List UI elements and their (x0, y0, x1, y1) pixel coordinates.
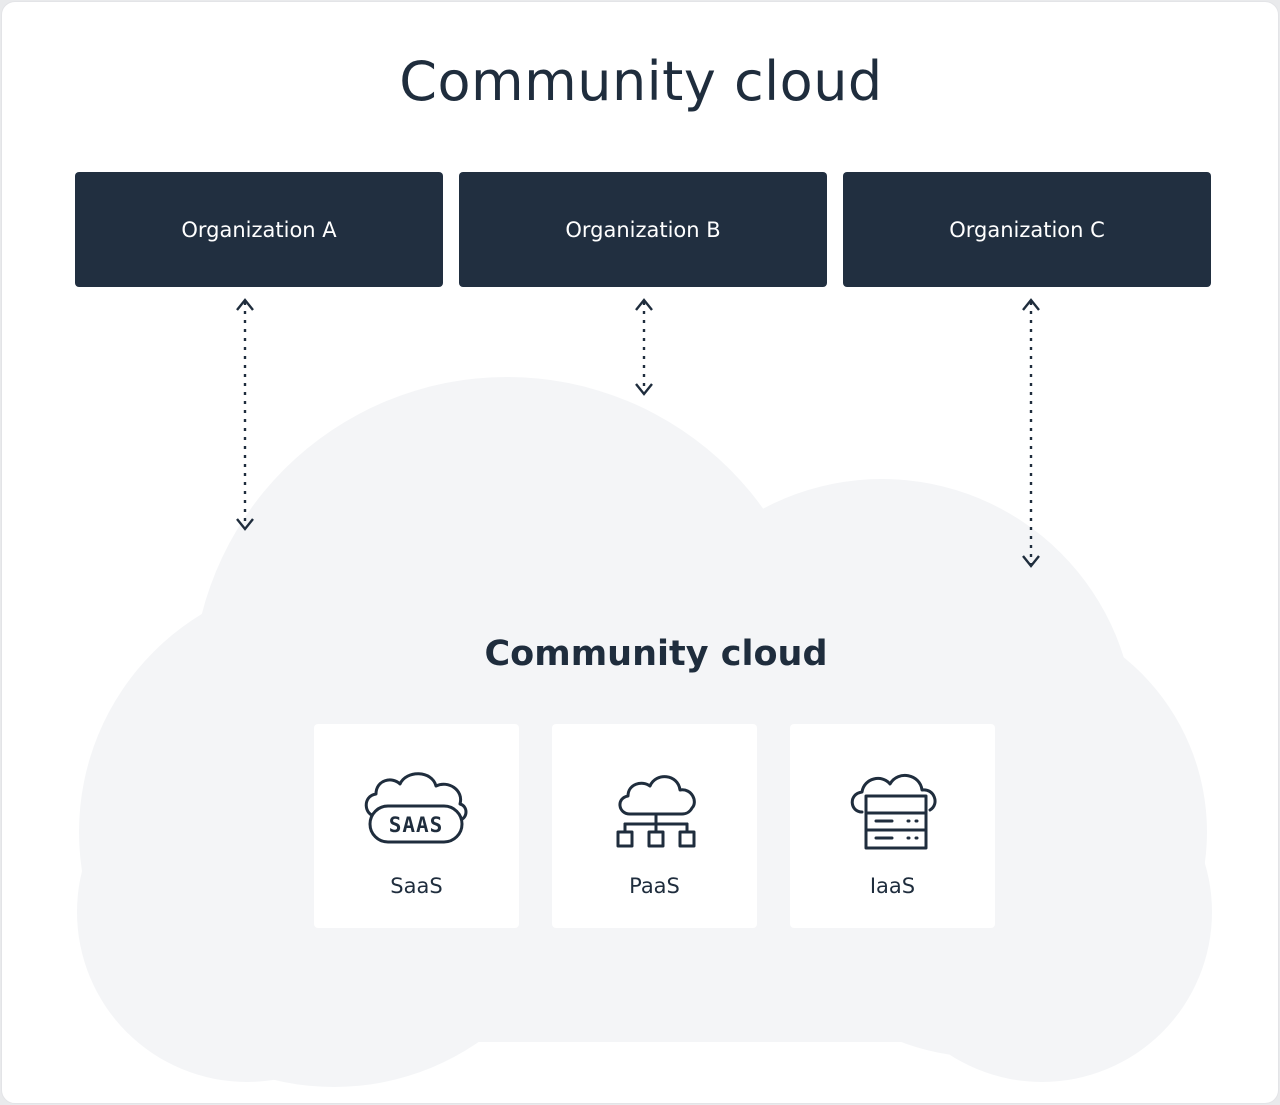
paas-label: PaaS (629, 874, 680, 898)
saas-label: SaaS (390, 874, 443, 898)
organization-c-box: Organization C (843, 172, 1211, 287)
diagram-title: Community cloud (399, 50, 883, 113)
organization-c-label: Organization C (949, 217, 1105, 242)
organization-b-box: Organization B (459, 172, 827, 287)
svg-text:SAAS: SAAS (389, 813, 444, 837)
organization-b-label: Organization B (565, 217, 721, 242)
connector-arrows (236, 298, 1040, 568)
organization-a-label: Organization A (181, 217, 337, 242)
server-rack-icon (850, 774, 937, 850)
iaas-card: IaaS (790, 724, 995, 928)
saas-cloud-icon: SAAS (364, 772, 468, 844)
organization-a-box: Organization A (75, 172, 443, 287)
paas-card: PaaS (552, 724, 757, 928)
saas-card: SAAS SaaS (314, 724, 519, 928)
cloud-title: Community cloud (484, 634, 828, 674)
iaas-label: IaaS (869, 874, 916, 898)
platform-network-icon (616, 775, 696, 848)
